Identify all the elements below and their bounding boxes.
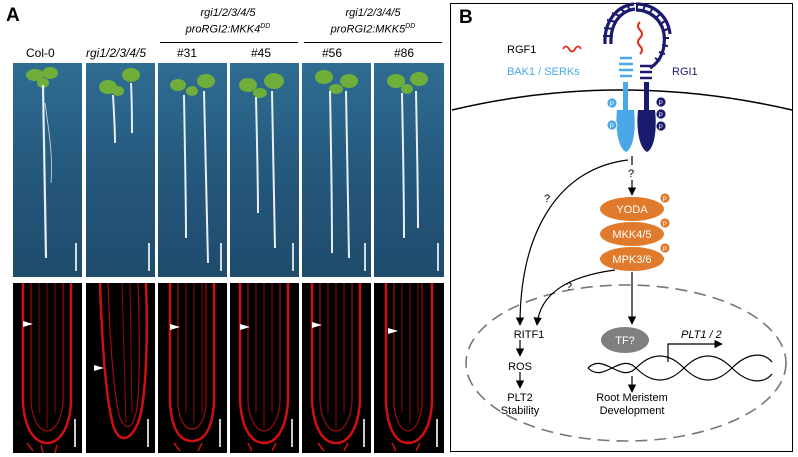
seedling-photo-col0 <box>13 63 82 277</box>
phospho-bak1 <box>606 97 618 131</box>
arrow-receptor-to-ritf1 <box>515 159 629 326</box>
mpk-label: MPK3/6 <box>612 254 651 266</box>
nucleus-outline <box>465 284 787 442</box>
column-label-45: #45 <box>251 46 272 60</box>
seedling-photo-56 <box>302 63 371 277</box>
dna-helix <box>587 354 773 382</box>
group-mkk4-sup: DD <box>260 23 271 30</box>
mkk-label: MKK4/5 <box>612 229 651 241</box>
seedling-photo-86 <box>374 63 444 277</box>
column-label-31: #31 <box>177 46 198 60</box>
tf-label: TF? <box>615 335 635 347</box>
group-mkk4-underline <box>160 42 298 43</box>
confocal-image-56 <box>302 283 371 453</box>
phospho-label-6: P <box>663 196 667 203</box>
phospho-label-5: P <box>659 124 663 131</box>
yoda-label: YODA <box>616 204 648 216</box>
panel-a-letter: A <box>6 5 20 26</box>
question-mpk-ritf1: ? <box>566 281 572 293</box>
confocal-image-col0 <box>13 283 82 453</box>
confocal-image-86 <box>374 283 444 453</box>
ritf1-label: RITF1 <box>514 329 545 341</box>
tf-ellipse <box>601 327 649 353</box>
rgi1-transmembrane <box>644 82 649 110</box>
rgi1-stalk <box>640 64 652 80</box>
group-mkk5-sup: DD <box>405 23 416 30</box>
rgf1-bound-peptide <box>637 21 643 55</box>
column-label-86: #86 <box>394 46 415 60</box>
rgf1-legend-wave <box>562 45 582 53</box>
arrow-plt-transcription <box>667 339 723 362</box>
group-mkk5-line1: rgi1/2/3/4/5 <box>345 7 401 19</box>
yoda-ellipse <box>600 197 664 221</box>
phospho-label-1: P <box>610 101 614 108</box>
bak1-transmembrane <box>623 82 628 110</box>
group-mkk4-line1: rgi1/2/3/4/5 <box>200 7 256 19</box>
bak1-ectodomain <box>619 56 633 78</box>
bak1-kinase-domain <box>616 110 635 152</box>
confocal-image-rgi <box>86 283 155 453</box>
group-mkk5-line2: proRGI2:MKK5 <box>330 23 406 36</box>
development-label: Development <box>600 405 665 417</box>
panel-b-frame <box>450 3 793 452</box>
group-mkk5-underline <box>304 42 442 43</box>
question-receptor-yoda: ? <box>628 168 634 180</box>
panel-b-letter: B <box>459 7 473 28</box>
stability-label: Stability <box>501 405 540 417</box>
phospho-rgi1 <box>655 96 667 132</box>
arrow-mpk-to-ritf1 <box>533 269 616 326</box>
root-meristem-label: Root Meristem <box>596 392 668 404</box>
phospho-label-4: P <box>659 112 663 119</box>
bak1-label: BAK1 / SERKs <box>507 66 580 78</box>
phospho-label-3: P <box>659 100 663 107</box>
mpk-ellipse <box>600 247 664 271</box>
seedling-photo-45 <box>230 63 299 277</box>
mkk-ellipse <box>600 222 664 246</box>
group-mkk4-line2: proRGI2:MKK4 <box>185 23 261 36</box>
group-header-mkk5: rgi1/2/3/4/5 proRGI2:MKK5DD <box>302 7 444 37</box>
plt2-label: PLT2 <box>507 392 532 404</box>
confocal-image-45 <box>230 283 299 453</box>
group-header-mkk4: rgi1/2/3/4/5 proRGI2:MKK4DD <box>158 7 298 37</box>
ros-label: ROS <box>508 361 532 373</box>
seedling-photo-31 <box>158 63 227 277</box>
rgi1-label: RGI1 <box>672 66 698 78</box>
question-receptor-ritf1: ? <box>544 193 550 205</box>
column-label-col0: Col-0 <box>26 46 55 60</box>
kinase-phospho <box>659 192 671 254</box>
seedling-photo-rgi <box>86 63 155 277</box>
plt12-label: PLT1 / 2 <box>681 329 722 341</box>
rgi1-lrr-repeats <box>603 4 669 62</box>
phospho-label-8: P <box>663 246 667 253</box>
confocal-image-31 <box>158 283 227 453</box>
plasma-membrane <box>451 89 793 111</box>
phospho-label-2: P <box>610 123 614 130</box>
rgf1-label: RGF1 <box>507 44 536 56</box>
column-label-rgi: rgi1/2/3/4/5 <box>86 46 147 60</box>
rgi1-kinase-domain <box>637 110 656 152</box>
column-label-56: #56 <box>322 46 343 60</box>
phospho-label-7: P <box>663 221 667 228</box>
